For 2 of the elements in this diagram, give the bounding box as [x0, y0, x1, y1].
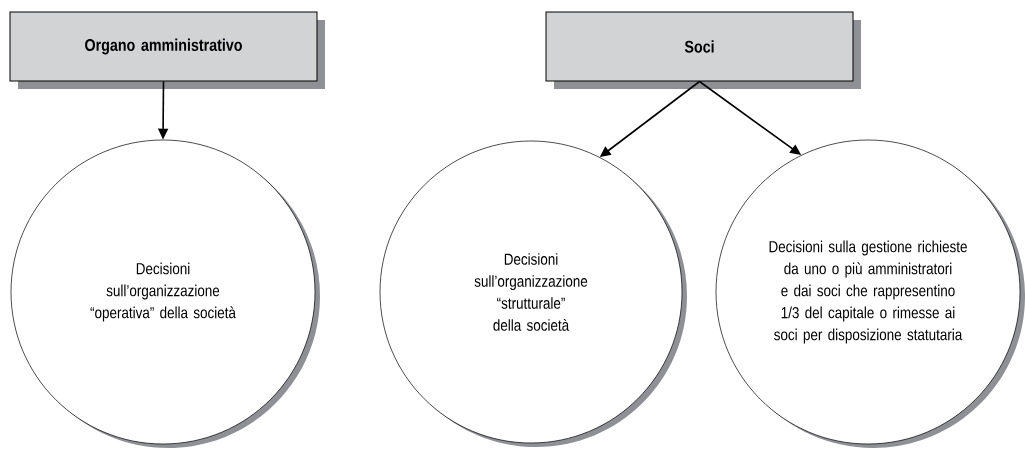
title-box: Organo amministrativo	[9, 11, 325, 89]
title-box: Soci	[545, 11, 861, 89]
